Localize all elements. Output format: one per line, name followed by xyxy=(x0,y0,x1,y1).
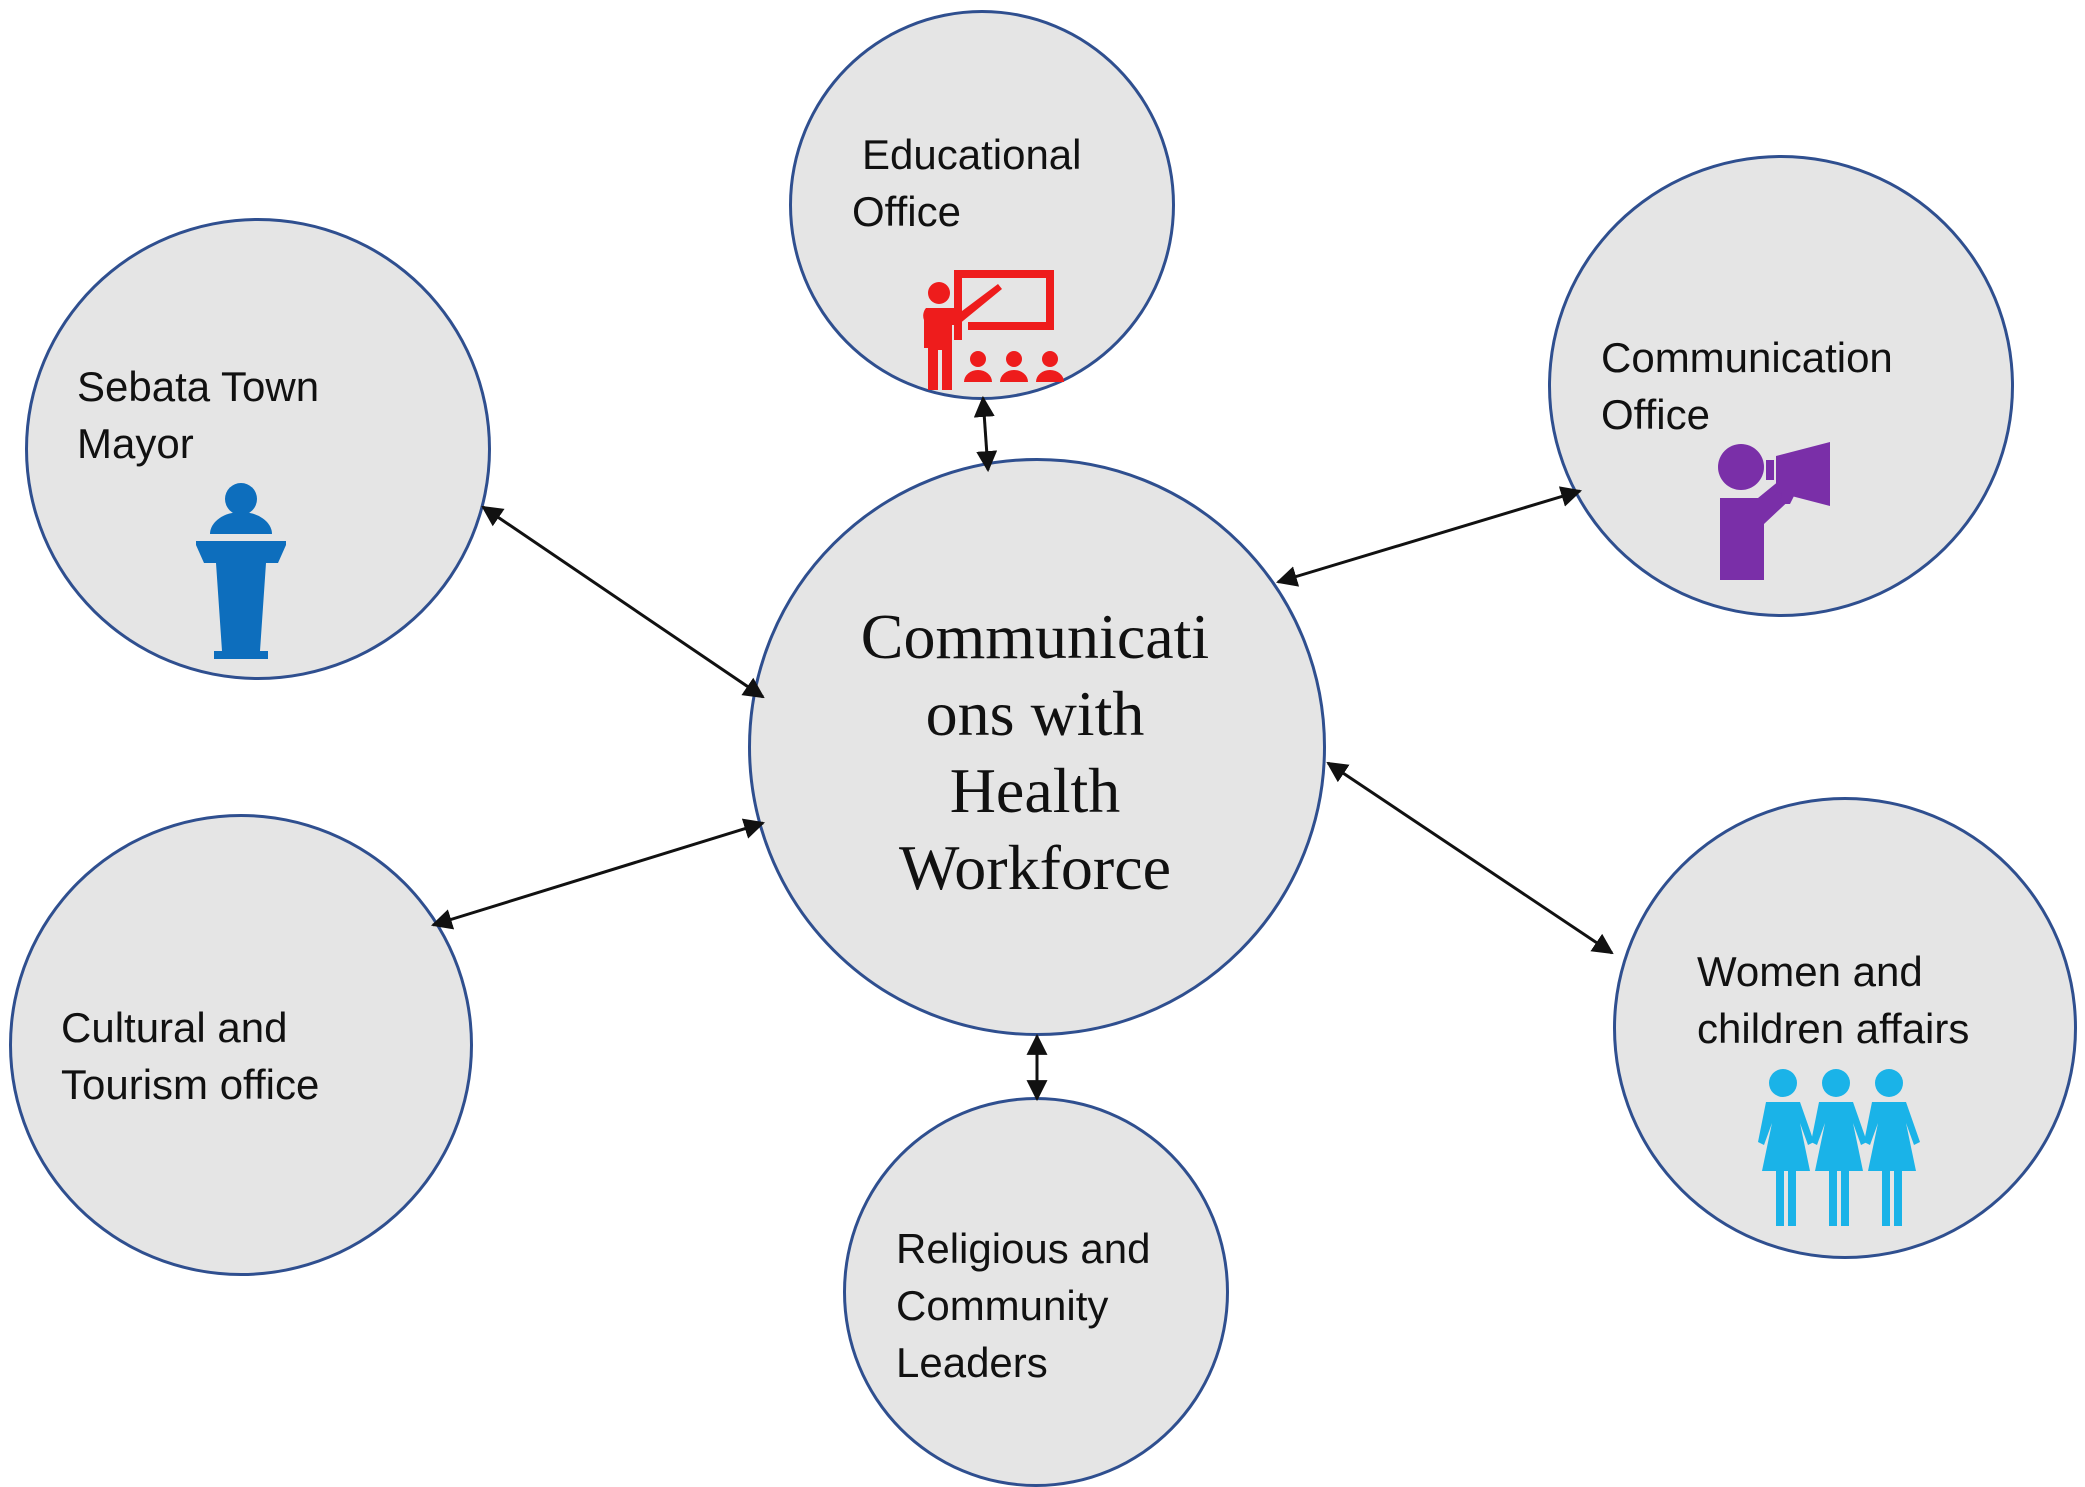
label-line: children affairs xyxy=(1697,1005,1970,1052)
center-title-line: ons with xyxy=(925,678,1145,749)
label-line: Tourism office xyxy=(61,1061,320,1108)
communication-office-label: Communication Office xyxy=(1601,329,1893,443)
arrow-communication xyxy=(1275,486,1583,587)
religious-community-label: Religious and Community Leaders xyxy=(896,1220,1151,1391)
center-title-line: Communicati xyxy=(860,601,1210,672)
educational-office-label: Educational Office xyxy=(852,126,1082,240)
label-line: Community xyxy=(896,1282,1109,1329)
mayor-label: Sebata Town Mayor xyxy=(77,358,319,472)
label-line: Office xyxy=(852,188,961,235)
label-line: Religious and xyxy=(896,1225,1151,1272)
connector-arrows xyxy=(430,395,1614,1102)
megaphone-person-icon xyxy=(1718,442,1830,580)
label-line: Leaders xyxy=(896,1339,1048,1386)
women-group-icon xyxy=(1758,1069,1920,1226)
label-line: Office xyxy=(1601,391,1710,438)
arrow-mayor xyxy=(481,505,765,699)
label-line: Women and xyxy=(1697,948,1923,995)
label-line: Communication xyxy=(1601,334,1893,381)
communication-office-circle xyxy=(1548,155,2014,617)
cultural-tourism-label: Cultural and Tourism office xyxy=(61,999,319,1113)
center-title-line: Health xyxy=(949,755,1121,826)
label-line: Educational xyxy=(862,131,1082,178)
educational-office-circle xyxy=(789,10,1175,400)
label-line: Cultural and xyxy=(61,1004,288,1051)
center-circle xyxy=(748,458,1326,1036)
podium-speaker-icon xyxy=(196,483,286,659)
label-line: Mayor xyxy=(77,420,194,467)
cultural-tourism-circle xyxy=(9,814,473,1276)
women-children-label: Women and children affairs xyxy=(1697,943,1969,1057)
mayor-circle xyxy=(25,218,491,680)
teacher-presentation-icon xyxy=(923,270,1064,390)
label-line: Sebata Town xyxy=(77,363,320,410)
arrow-women xyxy=(1326,761,1614,955)
diagram-canvas: Communicati ons with Health Workforce Ed… xyxy=(9,10,2077,1487)
center-title-line: Workforce xyxy=(898,832,1172,903)
center-title: Communicati ons with Health Workforce xyxy=(750,598,1320,906)
arrow-cultural xyxy=(430,818,766,930)
arrow-educational xyxy=(973,395,998,473)
